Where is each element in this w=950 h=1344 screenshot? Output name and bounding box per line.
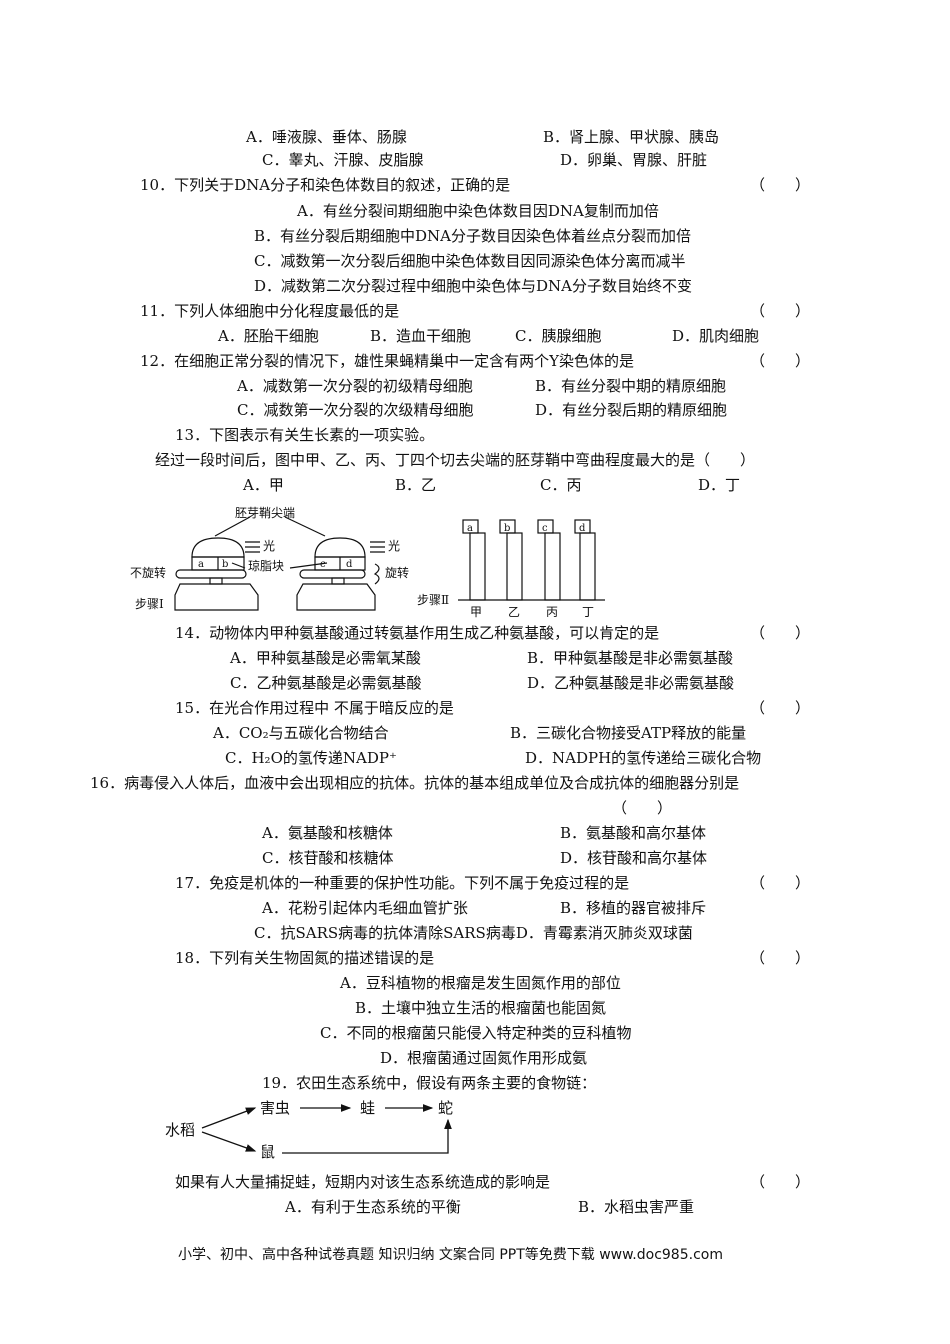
q13-question-stem2: 经过一段时间后，图中甲、乙、丙、丁四个切去尖端的胚芽鞘中弯曲程度最大的是（ ）: [155, 451, 756, 469]
q18-c: C．不同的根瘤菌只能侵入特定种类的豆科植物: [320, 1024, 632, 1042]
q16-c: C．核苷酸和核糖体: [262, 849, 394, 867]
q18-d: D．根瘤菌通过固氮作用形成氨: [380, 1049, 588, 1067]
q12-b: B．有丝分裂中期的精原细胞: [535, 377, 727, 395]
label-step2: 步骤Ⅱ: [417, 593, 449, 607]
q16-question-stem: 16．病毒侵入人体后，血液中会出现相应的抗体。抗体的基本组成单位及合成抗体的细胞…: [90, 774, 740, 792]
block-b: b: [222, 559, 228, 570]
q14-answer-bracket: （ ）: [750, 624, 811, 642]
q10-b: B．有丝分裂后期细胞中DNA分子数目因染色体着丝点分裂而加倍: [254, 227, 692, 245]
q13-c: C．丙: [540, 476, 582, 494]
q19-question-stem2: 如果有人大量捕捉蛙，短期内对该生态系统造成的影响是: [175, 1173, 551, 1191]
q11-b: B．造血干细胞: [370, 327, 472, 345]
q15-a: A．CO₂与五碳化合物结合: [213, 724, 389, 742]
q16-answer-bracket: （ ）: [612, 799, 673, 817]
q16-d: D．核苷酸和高尔基体: [560, 849, 708, 867]
q18-answer-bracket: （ ）: [750, 949, 811, 967]
q12-question-stem: 12．在细胞正常分裂的情况下，雄性果蝇精巢中一定含有两个Y染色体的是: [140, 352, 634, 370]
q19-a: A．有利于生态系统的平衡: [285, 1198, 461, 1216]
q14-b: B．甲种氨基酸是非必需氨基酸: [527, 649, 734, 667]
q19-b: B．水稻虫害严重: [578, 1198, 695, 1216]
stem-yi: 乙: [508, 605, 520, 619]
q14-d: D．乙种氨基酸是非必需氨基酸: [527, 674, 735, 692]
node-mouse: 鼠: [260, 1143, 275, 1161]
q14-question-stem: 14．动物体内甲种氨基酸通过转氨基作用生成乙种氨基酸，可以肯定的是: [175, 624, 660, 642]
q9-c: C．睾丸、汗腺、皮脂腺: [262, 151, 424, 169]
node-rice: 水稻: [165, 1121, 195, 1139]
q13-question-stem: 13．下图表示有关生长素的一项实验。: [175, 426, 435, 444]
block-d: d: [346, 559, 353, 570]
node-frog: 蛙: [360, 1099, 375, 1117]
label-step1: 步骤Ⅰ: [135, 597, 164, 611]
q19-answer-bracket: （ ）: [750, 1173, 811, 1191]
q15-d: D．NADPH的氢传递给三碳化合物: [525, 749, 762, 767]
stem-bing: 丙: [546, 605, 558, 619]
q10-question-stem: 10．下列关于DNA分子和染色体数目的叙述，正确的是: [140, 176, 511, 194]
q13-d: D．丁: [698, 476, 741, 494]
q15-c: C．H₂O的氢传递NADP⁺: [225, 749, 397, 767]
block-label-c: c: [542, 523, 548, 534]
q12-a: A．减数第一次分裂的初级精母细胞: [237, 377, 473, 395]
q10-a: A．有丝分裂间期细胞中染色体数目因DNA复制而加倍: [297, 202, 659, 220]
footer-text: 小学、初中、高中各种试卷真题 知识归纳 文案合同 PPT等免费下载 www.do…: [178, 1247, 723, 1263]
q12-d: D．有丝分裂后期的精原细胞: [535, 401, 728, 419]
q9-b: B．肾上腺、甲状腺、胰岛: [543, 128, 720, 146]
label-coleoptile-tip: 胚芽鞘尖端: [235, 506, 295, 520]
label-light-1: 光: [263, 539, 275, 553]
q16-a: A．氨基酸和核糖体: [262, 824, 393, 842]
q13-a: A．甲: [243, 476, 284, 494]
q9-d: D．卵巢、胃腺、肝脏: [560, 151, 708, 169]
auxin-experiment-figure: 胚芽鞘尖端 光 光 a b c d 琼脂块 不旋转 旋转 步骤Ⅰ 步骤Ⅱ a b…: [130, 506, 605, 619]
block-label-b: b: [504, 523, 510, 534]
q18-question-stem: 18．下列有关生物固氮的描述错误的是: [175, 949, 435, 967]
q12-answer-bracket: （ ）: [750, 352, 811, 370]
q17-answer-bracket: （ ）: [750, 874, 811, 892]
node-pest: 害虫: [260, 1099, 290, 1117]
q11-c: C．胰腺细胞: [515, 327, 602, 345]
q11-a: A．胚胎干细胞: [218, 327, 319, 345]
q19-question-stem: 19．农田生态系统中，假设有两条主要的食物链：: [262, 1074, 597, 1092]
q14-c: C．乙种氨基酸是必需氨基酸: [230, 674, 422, 692]
q10-d: D．减数第二次分裂过程中细胞中染色体与DNA分子数目始终不变: [254, 277, 693, 295]
q11-question-stem: 11．下列人体细胞中分化程度最低的是: [140, 302, 400, 320]
block-a: a: [198, 559, 204, 570]
q11-d: D．肌肉细胞: [672, 327, 760, 345]
block-c: c: [320, 559, 326, 570]
q9-a: A．唾液腺、垂体、肠腺: [246, 128, 407, 146]
q15-b: B．三碳化合物接受ATP释放的能量: [510, 724, 747, 742]
q17-question-stem: 17．免疫是机体的一种重要的保护性功能。下列不属于免疫过程的是: [175, 874, 630, 892]
block-label-d: d: [579, 523, 586, 534]
q18-b: B．土壤中独立生活的根瘤菌也能固氮: [355, 999, 607, 1017]
q11-answer-bracket: （ ）: [750, 302, 811, 320]
label-light-2: 光: [388, 539, 400, 553]
q16-b: B．氨基酸和高尔基体: [560, 824, 707, 842]
q15-answer-bracket: （ ）: [750, 699, 811, 717]
q18-a: A．豆科植物的根瘤是发生固氮作用的部位: [340, 974, 621, 992]
q12-c: C．减数第一次分裂的次级精母细胞: [237, 401, 474, 419]
q13-b: B．乙: [395, 476, 437, 494]
label-agar: 琼脂块: [248, 558, 284, 573]
node-snake: 蛇: [438, 1099, 453, 1117]
food-chain-diagram: 水稻 害虫 蛙 蛇 鼠: [165, 1099, 453, 1161]
label-no-rotate: 不旋转: [130, 565, 166, 580]
q17-b: B．移植的器官被排斥: [560, 899, 707, 917]
q17-cd: C．抗SARS病毒的抗体清除SARS病毒D．青霉素消灭肺炎双球菌: [254, 924, 693, 942]
q14-a: A．甲种氨基酸是必需氧某酸: [230, 649, 421, 667]
q10-c: C．减数第一次分裂后细胞中染色体数目因同源染色体分离而减半: [254, 252, 686, 270]
q10-answer-bracket: （ ）: [750, 176, 811, 194]
q17-a: A．花粉引起体内毛细血管扩张: [262, 899, 468, 917]
block-label-a: a: [467, 523, 473, 534]
stem-ding: 丁: [582, 605, 594, 619]
stem-jia: 甲: [470, 605, 482, 619]
label-rotate: 旋转: [385, 565, 409, 580]
q15-question-stem: 15．在光合作用过程中 不属于暗反应的是: [175, 699, 454, 717]
